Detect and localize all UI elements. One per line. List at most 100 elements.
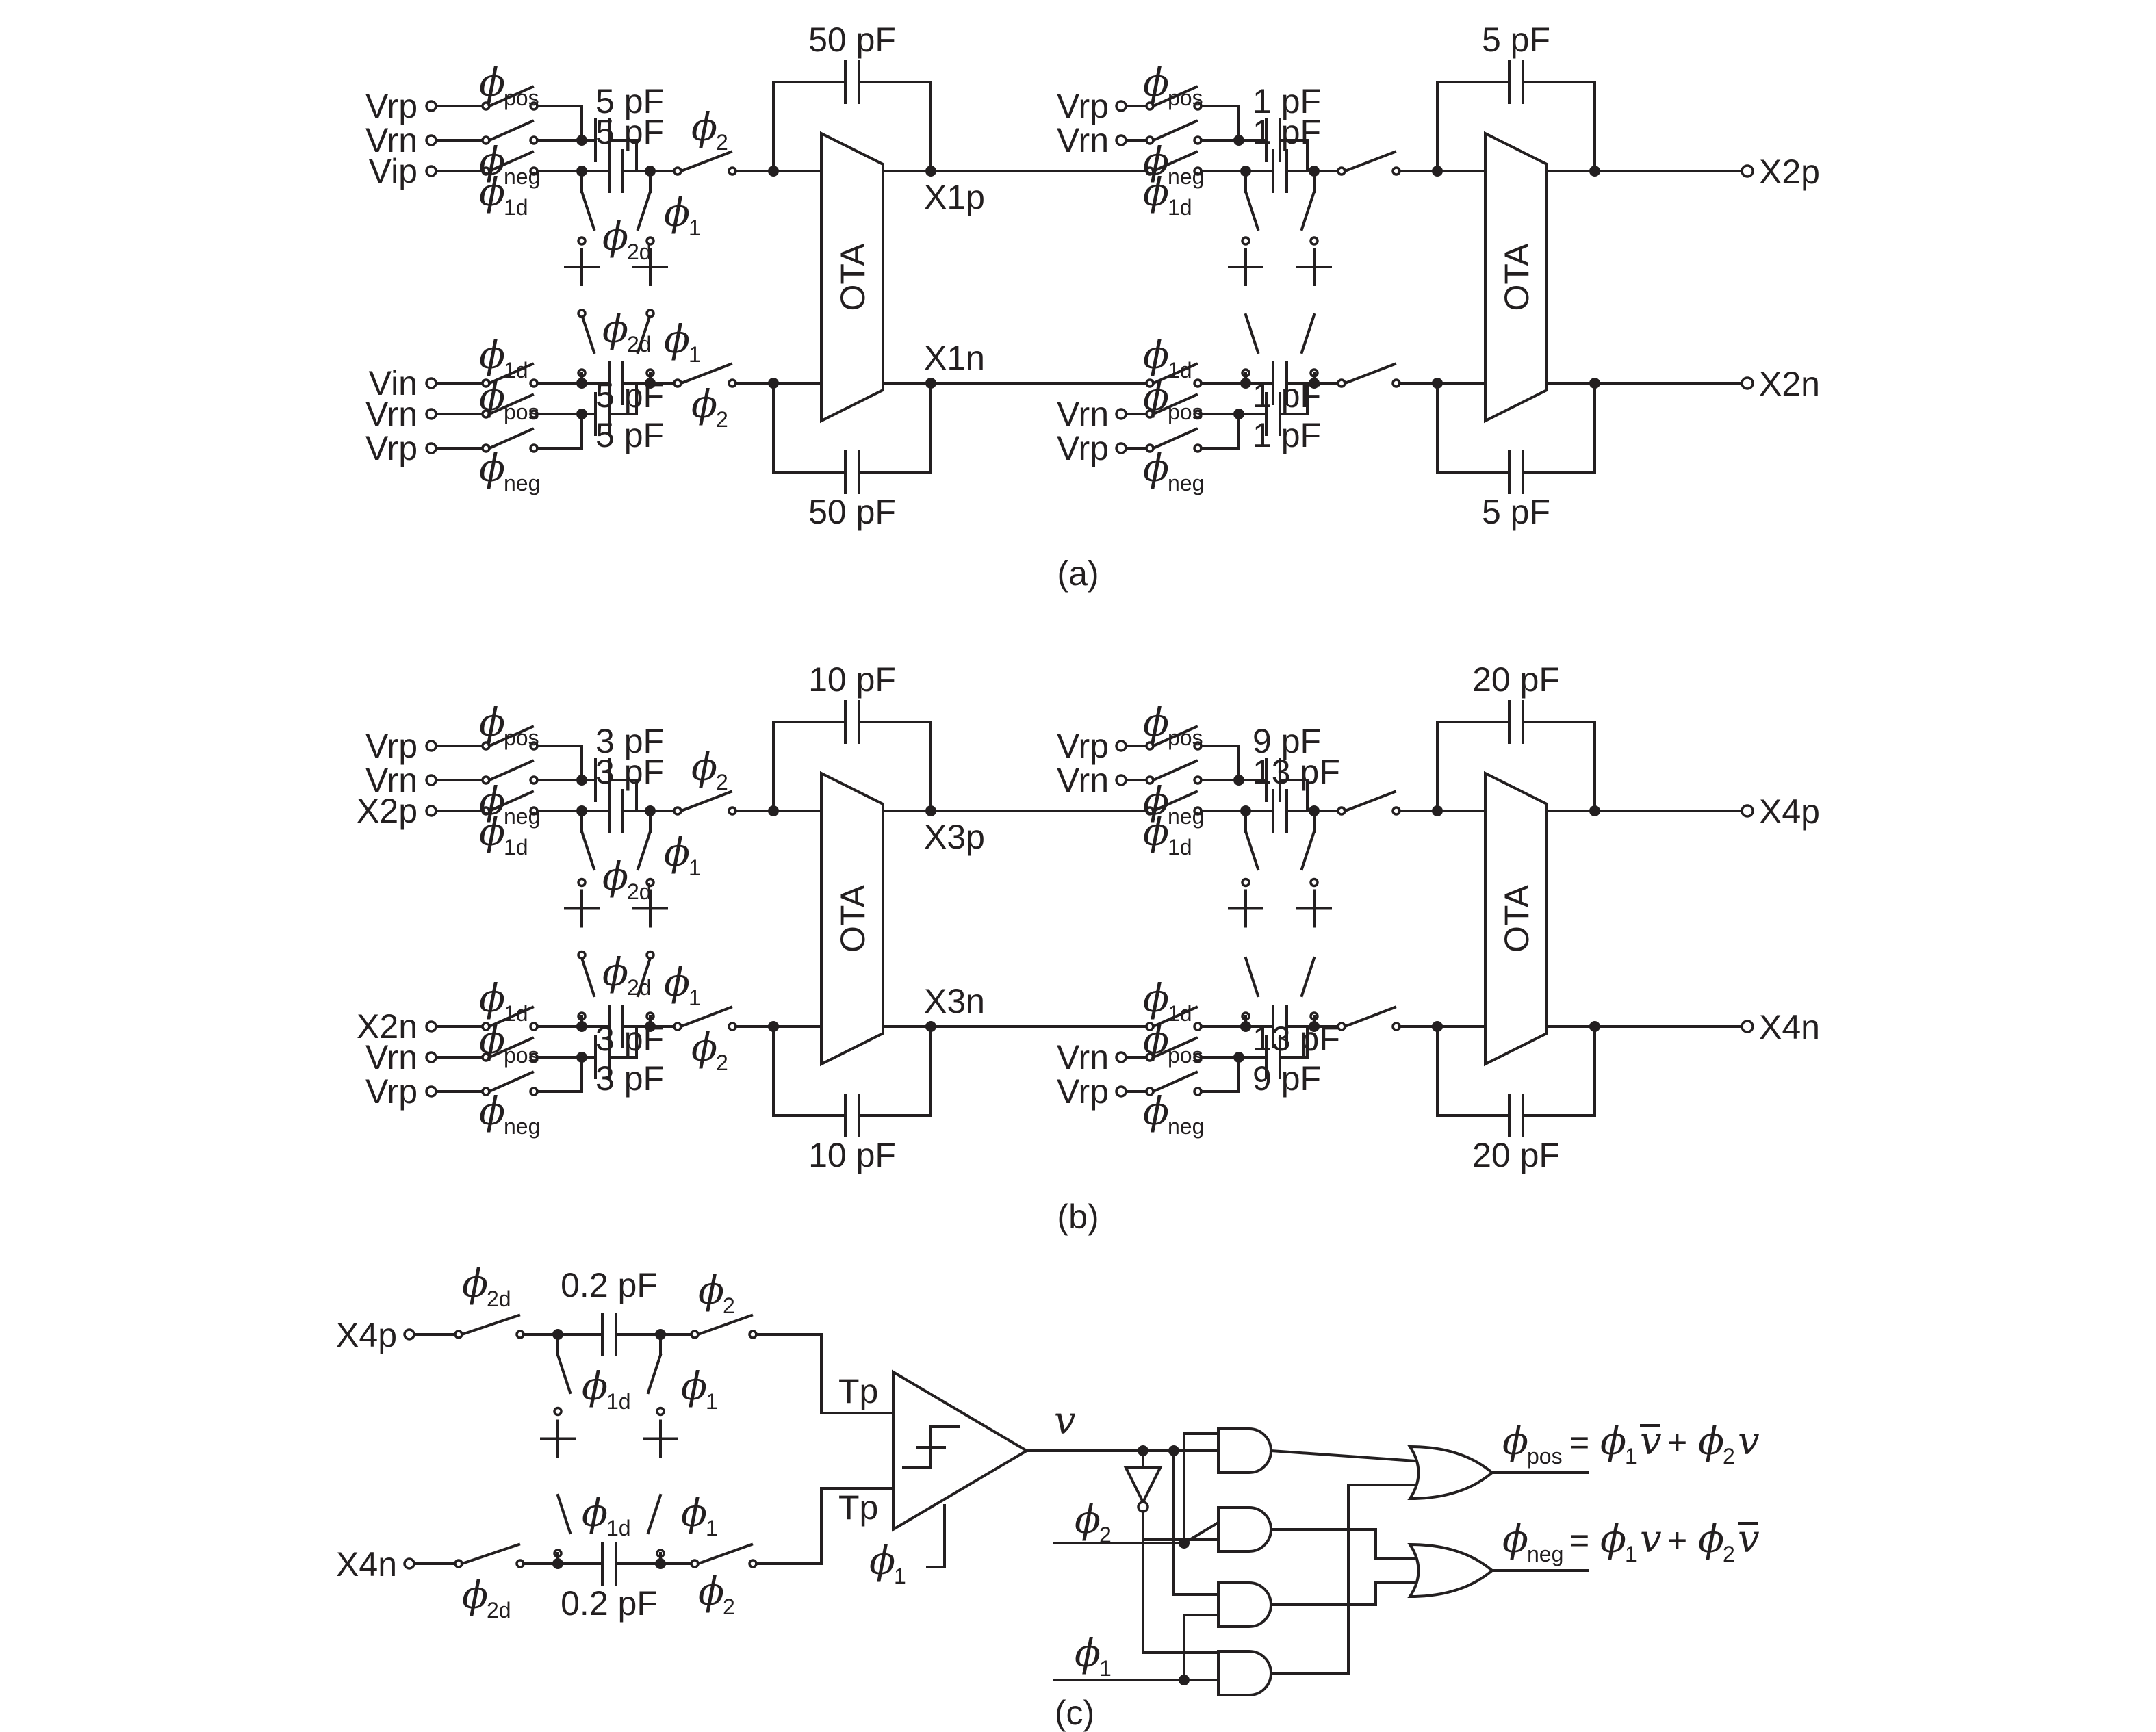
phase-label: ϕ2d (602, 855, 652, 904)
ota-body (820, 131, 884, 424)
phase-label: ϕ1d (479, 810, 528, 859)
switch-contact (577, 877, 587, 888)
phase-subscript: 2d (487, 1598, 511, 1623)
input-label: X4n (336, 1545, 397, 1584)
feedback-cap-value: 20 pF (1472, 1136, 1560, 1174)
input-label: Vrp (365, 87, 418, 125)
plus-sign: + (1667, 1521, 1687, 1560)
phi-symbol: ϕ (698, 1570, 724, 1614)
switch-contact (425, 442, 437, 454)
switch-contact (645, 950, 655, 960)
ota-label: OTA (834, 243, 872, 311)
phase-subscript: neg (504, 1114, 540, 1139)
phi-symbol: ϕ (1600, 1419, 1626, 1464)
equals-sign: = (1569, 1423, 1589, 1462)
phase-subscript: 2 (716, 130, 728, 155)
wire (1244, 829, 1260, 871)
cap-value: 3 pF (595, 722, 664, 760)
phase-subscript: 2d (487, 1287, 511, 1311)
phase-subscript: 2d (627, 879, 652, 904)
wire (1151, 150, 1198, 173)
switch-contact (1115, 1051, 1127, 1063)
wire (1300, 190, 1316, 231)
wire (580, 829, 596, 871)
wire (1151, 393, 1198, 416)
inverter-body (1123, 1466, 1163, 1505)
phi-symbol: ϕ (1502, 1517, 1528, 1562)
phi-symbol: ϕ (479, 375, 505, 419)
switch-contact (1115, 134, 1127, 146)
phi-symbol: ϕ (479, 140, 505, 184)
phi-symbol: ϕ (1143, 779, 1169, 824)
phase-subscript: 2d (627, 240, 652, 264)
wire (1151, 362, 1198, 385)
wire (1300, 956, 1316, 998)
phi-symbol: ϕ (681, 1491, 707, 1536)
feedback-cap-value: 5 pF (1482, 493, 1550, 531)
switch-contact (425, 100, 437, 112)
phi-symbol: ϕ (1075, 1498, 1101, 1542)
output-label: X2p (1759, 153, 1820, 191)
phase-subscript: pos (1527, 1444, 1563, 1469)
phase-subscript: 1d (1168, 358, 1192, 383)
phase-subscript: 1 (894, 1564, 906, 1588)
input-label: Vrn (1057, 1038, 1109, 1076)
switch-contact (1741, 804, 1754, 818)
feedback-cap-value: 10 pF (808, 1136, 896, 1174)
cap-value: 1 pF (1253, 113, 1321, 151)
input-label: X2n (357, 1007, 418, 1046)
phase-subscript: 1d (1168, 835, 1192, 859)
phi-symbol: ϕ (462, 1262, 488, 1306)
junction-dot (1589, 166, 1600, 177)
ota-label: OTA (834, 884, 872, 953)
ota-label: OTA (1498, 243, 1536, 311)
phi-symbol: ϕ (479, 61, 505, 105)
input-label: Vrn (1057, 761, 1109, 799)
wire (1151, 1070, 1198, 1094)
wire (487, 393, 535, 416)
phi-symbol: ϕ (1698, 1419, 1724, 1464)
phase-subscript: 1 (689, 342, 701, 367)
phase-label: ϕ2d (602, 951, 652, 1000)
phase-label: ϕ2d (602, 215, 652, 264)
output-label: X3n (924, 982, 985, 1020)
phi-symbol: ϕ (479, 779, 505, 824)
phase-subscript: pos (1168, 1043, 1203, 1068)
caption-b: (b) (1057, 1198, 1099, 1236)
phase-subscript: 1d (504, 195, 528, 220)
input-label: Vip (369, 152, 418, 190)
phase-subscript: 1d (606, 1389, 631, 1414)
switch-contact (1115, 100, 1127, 112)
phase-subscript: 1d (504, 835, 528, 859)
wire (1343, 362, 1397, 385)
phase-label: ϕ1d (1143, 810, 1192, 859)
phase-subscript: pos (504, 86, 539, 110)
phase-label: ϕ2 (691, 745, 728, 794)
phase-subscript: neg (1168, 471, 1204, 495)
input-label: X2p (357, 792, 418, 830)
wire (1151, 85, 1198, 108)
wire (646, 1493, 663, 1535)
cap-value: 9 pF (1253, 722, 1321, 760)
switch-contact (1241, 877, 1250, 888)
phi-symbol: ϕ (602, 951, 628, 995)
phase-label: ϕ1d (479, 977, 528, 1026)
phase-subscript: 2 (716, 407, 728, 432)
cap-value: 1 pF (1253, 376, 1321, 415)
input-label: Vrp (365, 727, 418, 765)
wire (487, 150, 535, 173)
input-label: Vin (369, 364, 418, 402)
switch-contact (425, 1085, 437, 1098)
cap-value: 5 pF (595, 416, 664, 454)
wire (460, 1542, 521, 1566)
caption-a: (a) (1057, 554, 1099, 593)
